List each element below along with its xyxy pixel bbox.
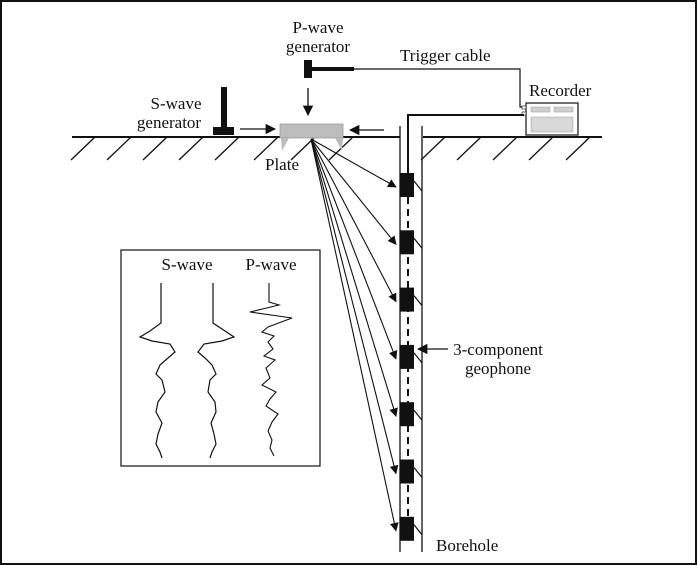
- ground-hatching: [70, 136, 591, 161]
- geophone-clamp: [413, 524, 423, 536]
- geophone: [400, 516, 414, 541]
- geophone-clamp: [413, 180, 423, 192]
- hatch-mark: [492, 136, 518, 161]
- p-wave-generator-label: P-wave: [293, 18, 344, 37]
- ray-path: [310, 138, 398, 418]
- inset-p-wave-label: P-wave: [246, 255, 297, 274]
- geophone-clamp: [413, 237, 423, 249]
- geophone: [400, 344, 414, 369]
- p-wave-trace: [249, 283, 293, 457]
- geophone-clamp: [413, 352, 423, 364]
- hatch-mark: [142, 136, 168, 161]
- hatch-mark: [70, 136, 96, 161]
- geophone-clamp: [413, 467, 423, 478]
- geophone: [400, 459, 414, 484]
- borehole-label: Borehole: [436, 536, 498, 555]
- ray-path: [310, 138, 399, 475]
- s-wave-trace-1: [138, 283, 176, 459]
- hatch-mark: [106, 136, 132, 161]
- geophone-clamp: [413, 295, 423, 306]
- hatch-mark: [420, 136, 446, 161]
- ray-path: [310, 138, 399, 532]
- geophone-label: 3-component: [453, 340, 543, 359]
- hatch-mark: [253, 136, 279, 161]
- p-wave-generator-label-2: generator: [286, 37, 351, 56]
- hatch-mark: [214, 136, 240, 161]
- geophone-array: [400, 173, 423, 541]
- geophone-label-2: geophone: [465, 359, 531, 378]
- geophone: [400, 287, 414, 312]
- ray-path: [310, 138, 398, 360]
- s-wave-generator-label-2: generator: [137, 113, 202, 132]
- trigger-cable: [354, 68, 526, 108]
- hatch-mark: [565, 136, 591, 161]
- s-wave-generator-label: S-wave: [151, 94, 202, 113]
- geophone: [400, 173, 414, 197]
- geophone: [400, 402, 414, 427]
- s-wave-generator-icon: [213, 87, 234, 135]
- p-wave-generator-icon: [304, 60, 354, 78]
- recorder-icon: [521, 102, 579, 136]
- trigger-cable-label: Trigger cable: [400, 46, 491, 65]
- geophone: [400, 230, 414, 255]
- hatch-mark: [528, 136, 554, 161]
- s-wave-trace-2: [197, 283, 236, 459]
- borehole-cable: [407, 114, 524, 175]
- ground-surface: [70, 136, 602, 161]
- waveform-inset: [120, 249, 321, 467]
- ray-path: [310, 138, 397, 245]
- inset-s-wave-label: S-wave: [162, 255, 213, 274]
- plate-label: Plate: [265, 155, 299, 174]
- hatch-mark: [456, 136, 482, 161]
- ray-path: [310, 138, 397, 303]
- ray-paths: [310, 138, 399, 532]
- plate-icon: [279, 123, 344, 151]
- hatch-mark: [178, 136, 204, 161]
- geophone-clamp: [413, 409, 423, 421]
- ray-path: [310, 138, 397, 188]
- recorder-label: Recorder: [529, 81, 592, 100]
